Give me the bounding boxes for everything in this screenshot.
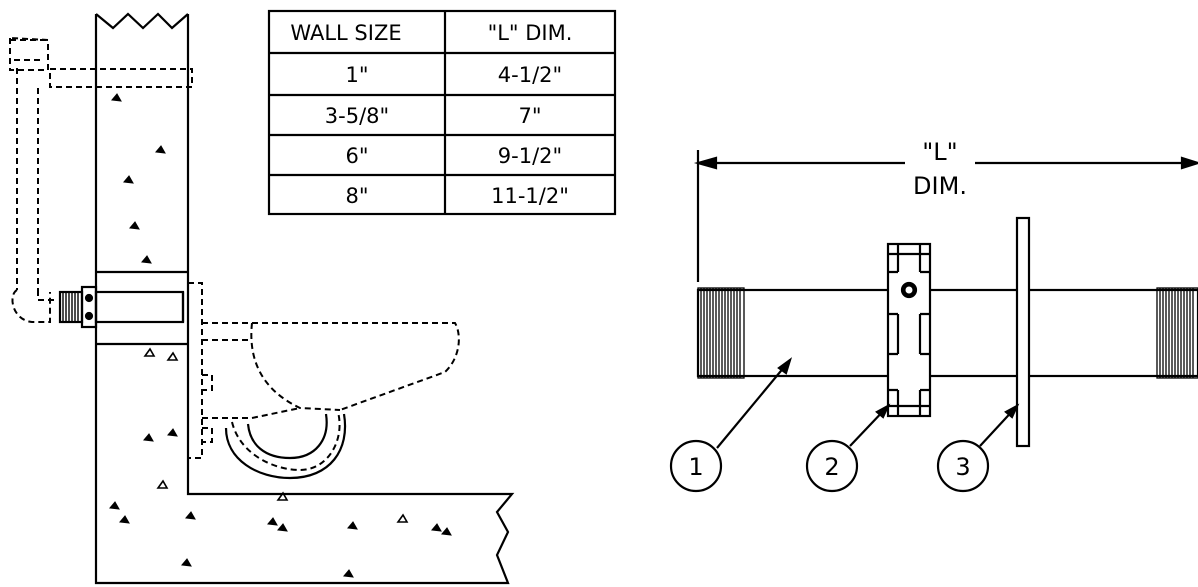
table-cell: 11-1/2" xyxy=(491,184,569,208)
table-cell: 1" xyxy=(345,63,368,87)
leader-1 xyxy=(716,359,791,449)
callout-circle-3 xyxy=(936,439,990,493)
callout-circle-1 xyxy=(669,439,723,493)
callout-number-1: 1 xyxy=(688,453,703,481)
wall-break-line xyxy=(95,12,189,30)
callout-number-3: 3 xyxy=(955,453,970,481)
table-cell: 3-5/8" xyxy=(325,104,389,128)
table-cell: 7" xyxy=(518,104,541,128)
dimension-arrow-left xyxy=(693,156,718,170)
sleeve-assembly xyxy=(669,150,1198,493)
flange xyxy=(1015,216,1031,448)
table-header-wall-size: WALL SIZE xyxy=(290,21,401,45)
dimension-label-dim: DIM. xyxy=(913,172,967,200)
table-cell: 9-1/2" xyxy=(498,144,562,168)
concrete-aggregate xyxy=(109,93,452,578)
table-cell: 6" xyxy=(345,144,368,168)
thread-left xyxy=(697,287,745,379)
wall-clamp xyxy=(80,285,98,329)
wall-section xyxy=(58,12,515,585)
thread-right xyxy=(1156,287,1198,379)
top-pipe-dashed xyxy=(49,68,193,88)
clamp xyxy=(886,242,932,418)
wall-size-table: WALL SIZE "L" DIM. 1" 4-1/2" 3-5/8" 7" 6… xyxy=(267,9,617,216)
callout-circle-2 xyxy=(805,439,859,493)
sleeve-pipe xyxy=(696,288,1198,378)
callout-number-2: 2 xyxy=(824,453,839,481)
dimension-label-l: "L" xyxy=(922,138,957,166)
table-cell: 4-1/2" xyxy=(498,63,562,87)
wall-outline xyxy=(94,14,515,585)
fixture-outline-dashed xyxy=(9,36,460,472)
table-header-l-dim: "L" DIM. xyxy=(488,21,573,45)
table-cell: 8" xyxy=(345,184,368,208)
dimension-arrow-right xyxy=(1180,156,1198,170)
outlet-horn-solid xyxy=(224,413,347,480)
wall-sleeve xyxy=(94,290,185,324)
